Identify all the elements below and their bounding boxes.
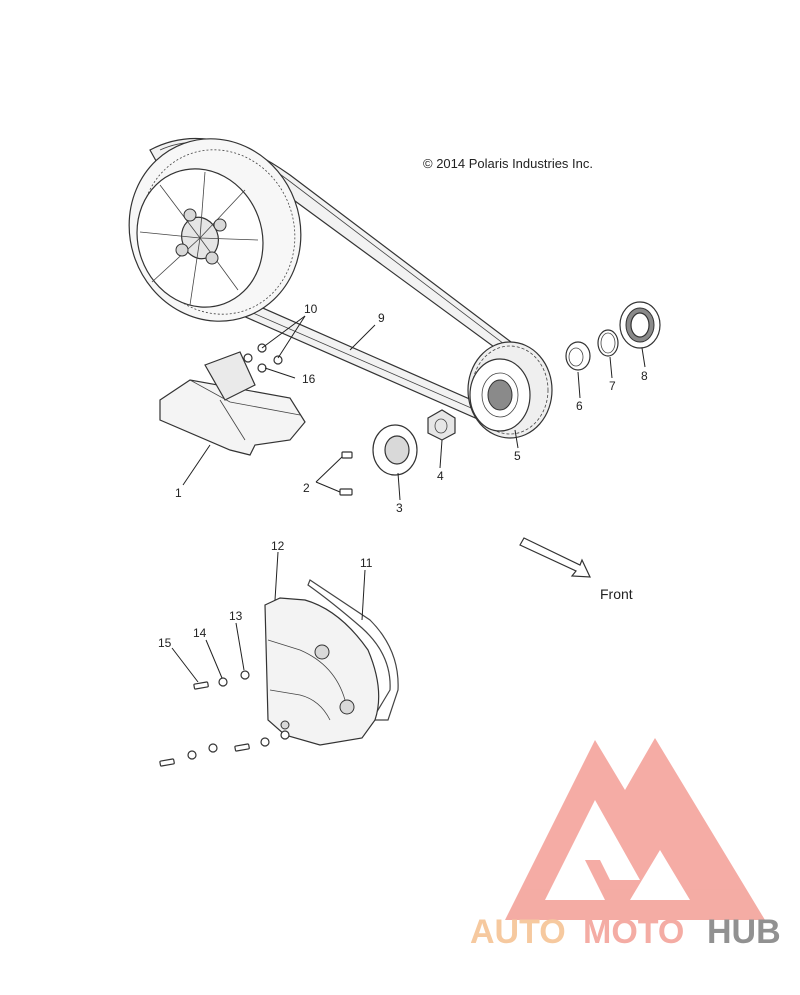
callout-14: 14 [193,626,207,640]
chain-case-cover [264,597,380,746]
callout-8: 8 [641,369,648,383]
screws [339,451,353,496]
lock-plate [372,424,418,476]
callout-1: 1 [175,486,182,500]
callout-13: 13 [229,609,243,623]
callout-15: 15 [158,636,172,650]
callout-4: 4 [437,469,444,483]
callout-6: 6 [576,399,583,413]
callout-16: 16 [302,372,316,386]
callout-11: 11 [360,556,373,570]
callout-5: 5 [514,449,521,463]
callout-labels: 1 2 3 4 5 6 7 8 9 10 11 12 13 14 15 16 [158,302,648,650]
logo-text-hub: HUB [707,913,781,951]
cover-fasteners [159,670,290,767]
callout-10: 10 [304,302,318,316]
callout-3: 3 [396,501,403,515]
logo-triangle-mark [505,738,765,920]
copyright-text: © 2014 Polaris Industries Inc. [423,156,593,171]
snap-ring [597,329,619,357]
automotohub-logo: AUTO MOTO HUB [470,738,781,951]
belt-guard-bracket [159,351,306,456]
nut [427,409,456,441]
logo-text-moto: MOTO [583,913,684,951]
callout-2: 2 [303,481,310,495]
spacer [565,341,591,371]
logo-text-auto: AUTO [470,913,566,951]
seal [619,301,661,349]
bolts-and-washers [243,343,283,373]
callout-9: 9 [378,311,385,325]
front-label: Front [600,586,633,602]
drive-sprocket [467,341,553,439]
callout-12: 12 [271,539,285,553]
callout-7: 7 [609,379,616,393]
front-arrow [519,537,591,578]
leader-lines [171,315,646,683]
rear-sprocket-wheel [128,138,302,322]
